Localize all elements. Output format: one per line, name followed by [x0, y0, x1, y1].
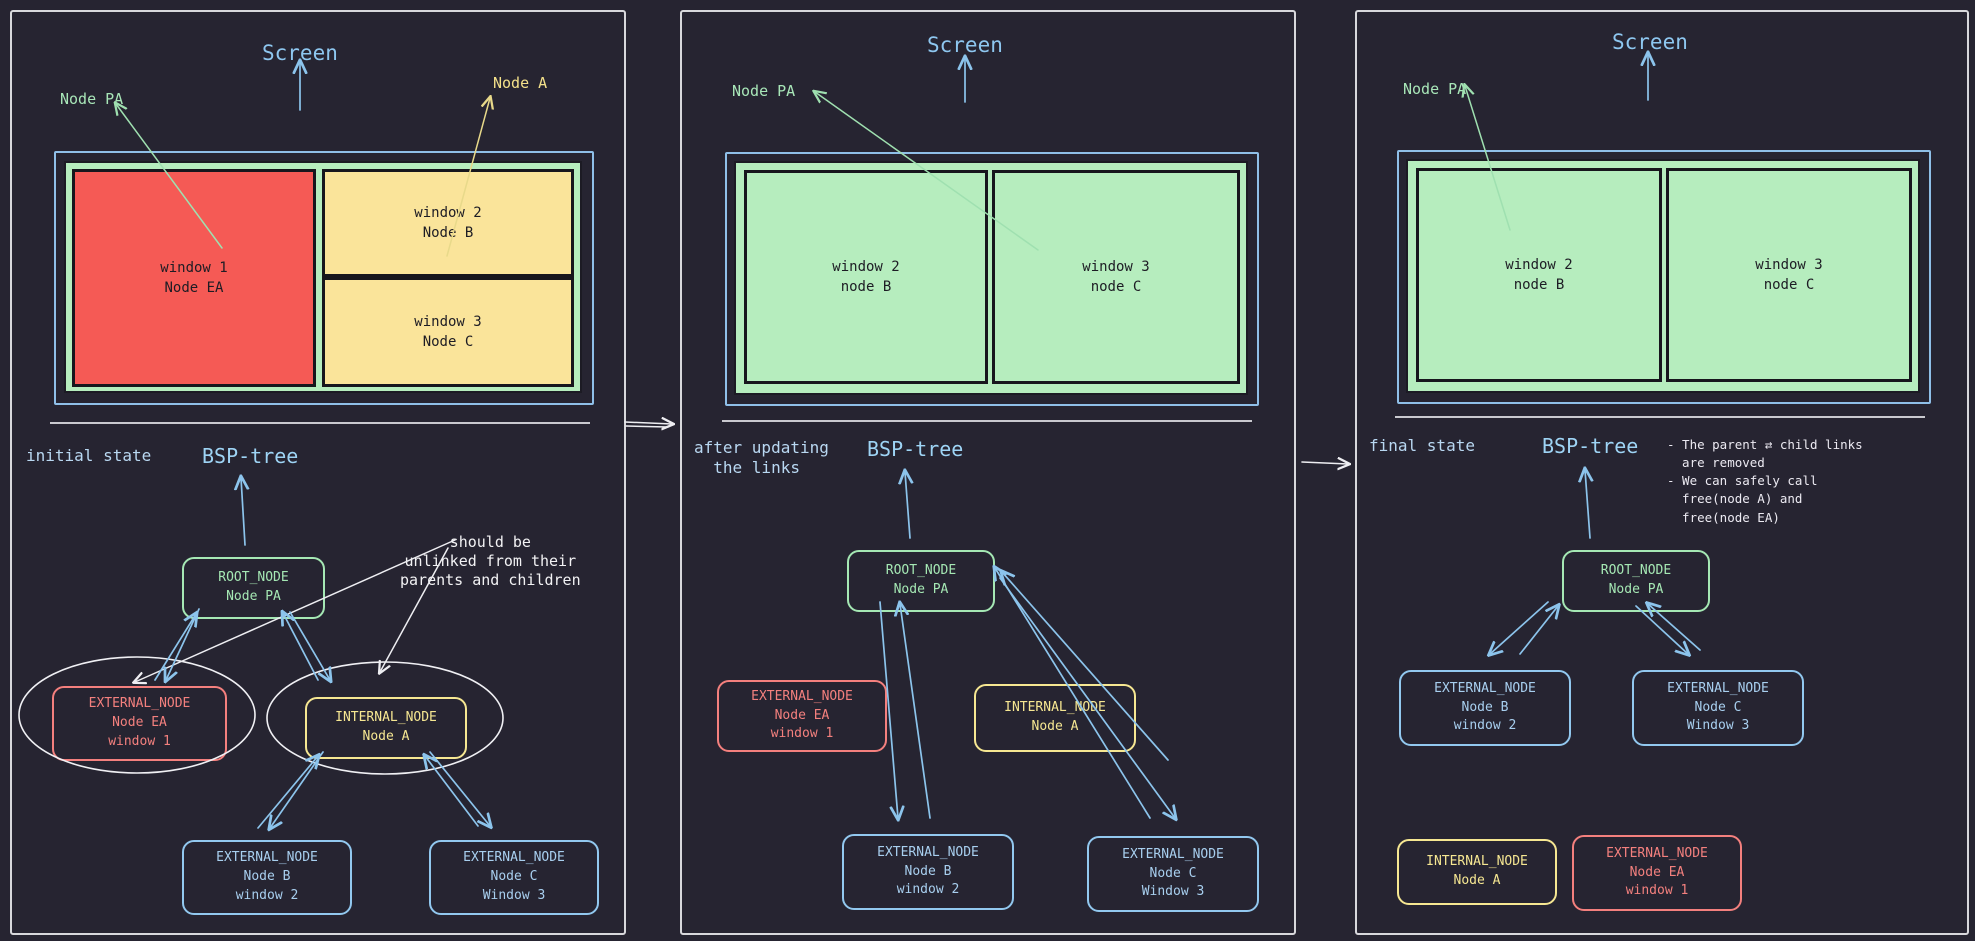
tree-node-internal-a[interactable]: INTERNAL_NODE Node A: [1397, 839, 1557, 905]
panel-arrow-1-2: [624, 422, 672, 427]
node-kind: EXTERNAL_NODE: [877, 844, 979, 860]
node-window: window 2: [235, 887, 299, 903]
node-id: Node EA: [774, 707, 830, 723]
root-pane: window 2 node B window 3 node C: [1406, 159, 1920, 393]
node-id: Node A: [1453, 873, 1501, 888]
node-kind: EXTERNAL_NODE: [1122, 846, 1224, 862]
node-window: window 2: [896, 882, 960, 898]
divider: [1395, 416, 1925, 418]
tree-node-root-pa[interactable]: ROOT_NODE Node PA: [847, 550, 995, 612]
screen-frame: window 2 node B window 3 node C: [725, 152, 1259, 406]
node-window: Window 3: [482, 887, 546, 903]
node-kind: EXTERNAL_NODE: [751, 688, 853, 704]
node-id: Node C: [1149, 865, 1197, 881]
annotation-unlink: should be unlinked from their parents an…: [400, 533, 581, 590]
screen-title: Screen: [262, 41, 338, 65]
node-id: Node C: [1694, 699, 1742, 715]
callout-node-pa: Node PA: [732, 82, 796, 100]
annotation-final-notes: - The parent ⇄ child links are removed -…: [1667, 437, 1863, 525]
divider: [722, 420, 1252, 422]
window-2[interactable]: window 2 node B: [1416, 168, 1662, 382]
tree-node-external-c[interactable]: EXTERNAL_NODE Node C Window 3: [1087, 836, 1259, 912]
window-1[interactable]: window 1 Node EA: [72, 169, 316, 387]
window-3[interactable]: window 3 Node C: [322, 277, 574, 387]
panel-after-updating-links: Screen Node PA window 2 node B window 3 …: [680, 10, 1296, 935]
screen-frame: window 1 Node EA window 2 Node B window …: [54, 151, 594, 405]
state-label: final state: [1369, 436, 1475, 455]
tree-node-external-b[interactable]: EXTERNAL_NODE Node B window 2: [1399, 670, 1571, 746]
callout-node-pa: Node PA: [60, 90, 124, 108]
node-id: Node B: [1461, 699, 1509, 715]
screen-title: Screen: [1612, 30, 1688, 54]
tree-node-internal-a[interactable]: INTERNAL_NODE Node A: [305, 697, 467, 759]
tree-node-root-pa[interactable]: ROOT_NODE Node PA: [1562, 550, 1710, 612]
state-label: initial state: [26, 446, 152, 465]
node-kind: INTERNAL_NODE: [1426, 854, 1528, 870]
node-id: Node A: [362, 729, 410, 744]
window-2[interactable]: window 2 node B: [744, 170, 988, 384]
node-window: window 1: [108, 733, 171, 749]
node-kind: INTERNAL_NODE: [335, 710, 437, 726]
root-pane: window 1 Node EA window 2 Node B window …: [64, 161, 582, 393]
tree-node-internal-a[interactable]: INTERNAL_NODE Node A: [974, 684, 1136, 752]
tree-node-external-ea[interactable]: EXTERNAL_NODE Node EA window 1: [1572, 835, 1742, 911]
node-id: Node PA: [1608, 582, 1664, 597]
node-id: Node A: [1031, 719, 1079, 734]
window-3[interactable]: window 3 node C: [1666, 168, 1912, 382]
node-id: Node EA: [1629, 864, 1685, 880]
node-id: Node PA: [893, 582, 949, 597]
tree-node-external-b[interactable]: EXTERNAL_NODE Node B window 2: [182, 840, 352, 915]
node-window: window 2: [1453, 718, 1517, 734]
screen-title: Screen: [927, 33, 1003, 57]
root-pane: window 2 node B window 3 node C: [734, 161, 1248, 395]
tree-node-external-c[interactable]: EXTERNAL_NODE Node C Window 3: [429, 840, 599, 915]
node-window: Window 3: [1141, 884, 1205, 900]
node-window: Window 3: [1686, 718, 1750, 734]
node-kind: ROOT_NODE: [218, 570, 289, 586]
window-2[interactable]: window 2 Node B: [322, 169, 574, 277]
node-id: Node B: [243, 869, 291, 885]
node-id: Node B: [904, 863, 952, 879]
node-kind: ROOT_NODE: [1600, 563, 1672, 579]
screen-frame: window 2 node B window 3 node C: [1397, 150, 1931, 404]
tree-node-external-c[interactable]: EXTERNAL_NODE Node C Window 3: [1632, 670, 1804, 746]
node-kind: EXTERNAL_NODE: [216, 850, 318, 866]
callout-node-a: Node A: [493, 74, 548, 92]
node-window: window 1: [1625, 883, 1689, 899]
node-id: Node EA: [112, 715, 167, 731]
tree-node-root-pa[interactable]: ROOT_NODE Node PA: [182, 557, 325, 619]
node-kind: EXTERNAL_NODE: [1434, 680, 1536, 696]
node-id: Node C: [490, 869, 538, 885]
bsp-tree-title: BSP-tree: [202, 444, 299, 468]
node-kind: EXTERNAL_NODE: [88, 696, 191, 712]
bsp-tree-title: BSP-tree: [867, 437, 964, 461]
state-label: after updating the links: [694, 438, 829, 478]
callout-node-pa: Node PA: [1403, 80, 1467, 98]
divider: [50, 422, 590, 424]
panel-final-state: Screen Node PA window 2 node B window 3 …: [1355, 10, 1969, 935]
tree-node-external-ea[interactable]: EXTERNAL_NODE Node EA window 1: [52, 686, 227, 761]
tree-node-external-b[interactable]: EXTERNAL_NODE Node B window 2: [842, 834, 1014, 910]
node-kind: ROOT_NODE: [885, 563, 957, 579]
node-window: window 1: [770, 726, 834, 742]
node-kind: INTERNAL_NODE: [1004, 700, 1106, 716]
bsp-tree-title: BSP-tree: [1542, 434, 1639, 458]
node-id: Node PA: [226, 589, 281, 604]
node-kind: EXTERNAL_NODE: [1606, 845, 1708, 861]
node-kind: EXTERNAL_NODE: [1667, 680, 1769, 696]
node-kind: EXTERNAL_NODE: [463, 850, 565, 866]
panel-initial-state: Screen Node PA Node A window 1 Node EA w…: [10, 10, 626, 935]
panel-arrow-2-3: [1301, 462, 1348, 464]
tree-node-external-ea[interactable]: EXTERNAL_NODE Node EA window 1: [717, 680, 887, 752]
window-3[interactable]: window 3 node C: [992, 170, 1240, 384]
